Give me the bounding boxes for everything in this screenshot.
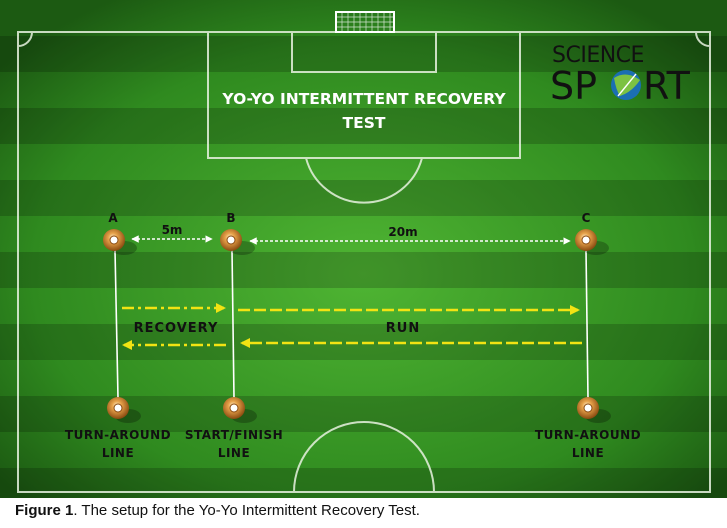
penalty-arc xyxy=(305,157,423,204)
cone-icon xyxy=(103,229,137,255)
label-start-finish-1: START/FINISH xyxy=(185,428,283,442)
cone-icon xyxy=(220,229,255,255)
cone-label-c: C xyxy=(582,211,591,225)
diagram-title-line-2: TEST xyxy=(343,114,386,132)
label-turn-around-left-2: LINE xyxy=(102,446,134,460)
run-zone-label: RUN xyxy=(386,321,420,336)
cone-icon xyxy=(577,397,611,423)
label-turn-around-left-1: TURN-AROUND xyxy=(65,428,171,442)
label-turn-around-right-2: LINE xyxy=(572,446,604,460)
goal-net xyxy=(335,11,395,33)
corner-arc-left xyxy=(17,31,33,47)
cone-label-a: A xyxy=(108,211,118,225)
cone-label-b: B xyxy=(226,211,235,225)
recovery-zone-label: RECOVERY xyxy=(134,321,219,336)
science-sport-logo: SCIENCE SP RT xyxy=(550,43,691,108)
cone-icon xyxy=(107,397,141,423)
label-turn-around-right-1: TURN-AROUND xyxy=(535,428,641,442)
cone-icon xyxy=(575,229,609,255)
corner-arc-right xyxy=(695,31,711,47)
pitch-diagram: YO-YO INTERMITTENT RECOVERY TEST SCIENCE… xyxy=(0,0,727,498)
figure-caption-text: . The setup for the Yo-Yo Intermittent R… xyxy=(73,502,420,519)
cone-icon xyxy=(223,397,257,423)
turn-around-line-right xyxy=(585,249,589,399)
globe-icon xyxy=(611,70,641,100)
centre-circle xyxy=(293,421,435,493)
figure-caption: Figure 1. The setup for the Yo-Yo Interm… xyxy=(15,502,420,519)
diagram-title-line-1: YO-YO INTERMITTENT RECOVERY xyxy=(221,90,506,108)
logo-sp-text: SP xyxy=(550,64,597,108)
movement-arrows xyxy=(122,303,582,350)
turn-around-line-left xyxy=(114,249,119,399)
cones xyxy=(103,229,611,423)
distance-label-bc: 20m xyxy=(388,225,417,239)
distance-label-ab: 5m xyxy=(162,223,183,237)
logo-rt-text: RT xyxy=(643,64,691,108)
figure-caption-prefix: Figure 1 xyxy=(15,502,74,519)
start-finish-line xyxy=(231,249,235,399)
course-lines xyxy=(114,249,589,399)
logo-science-text: SCIENCE xyxy=(552,43,644,68)
label-start-finish-2: LINE xyxy=(218,446,250,460)
